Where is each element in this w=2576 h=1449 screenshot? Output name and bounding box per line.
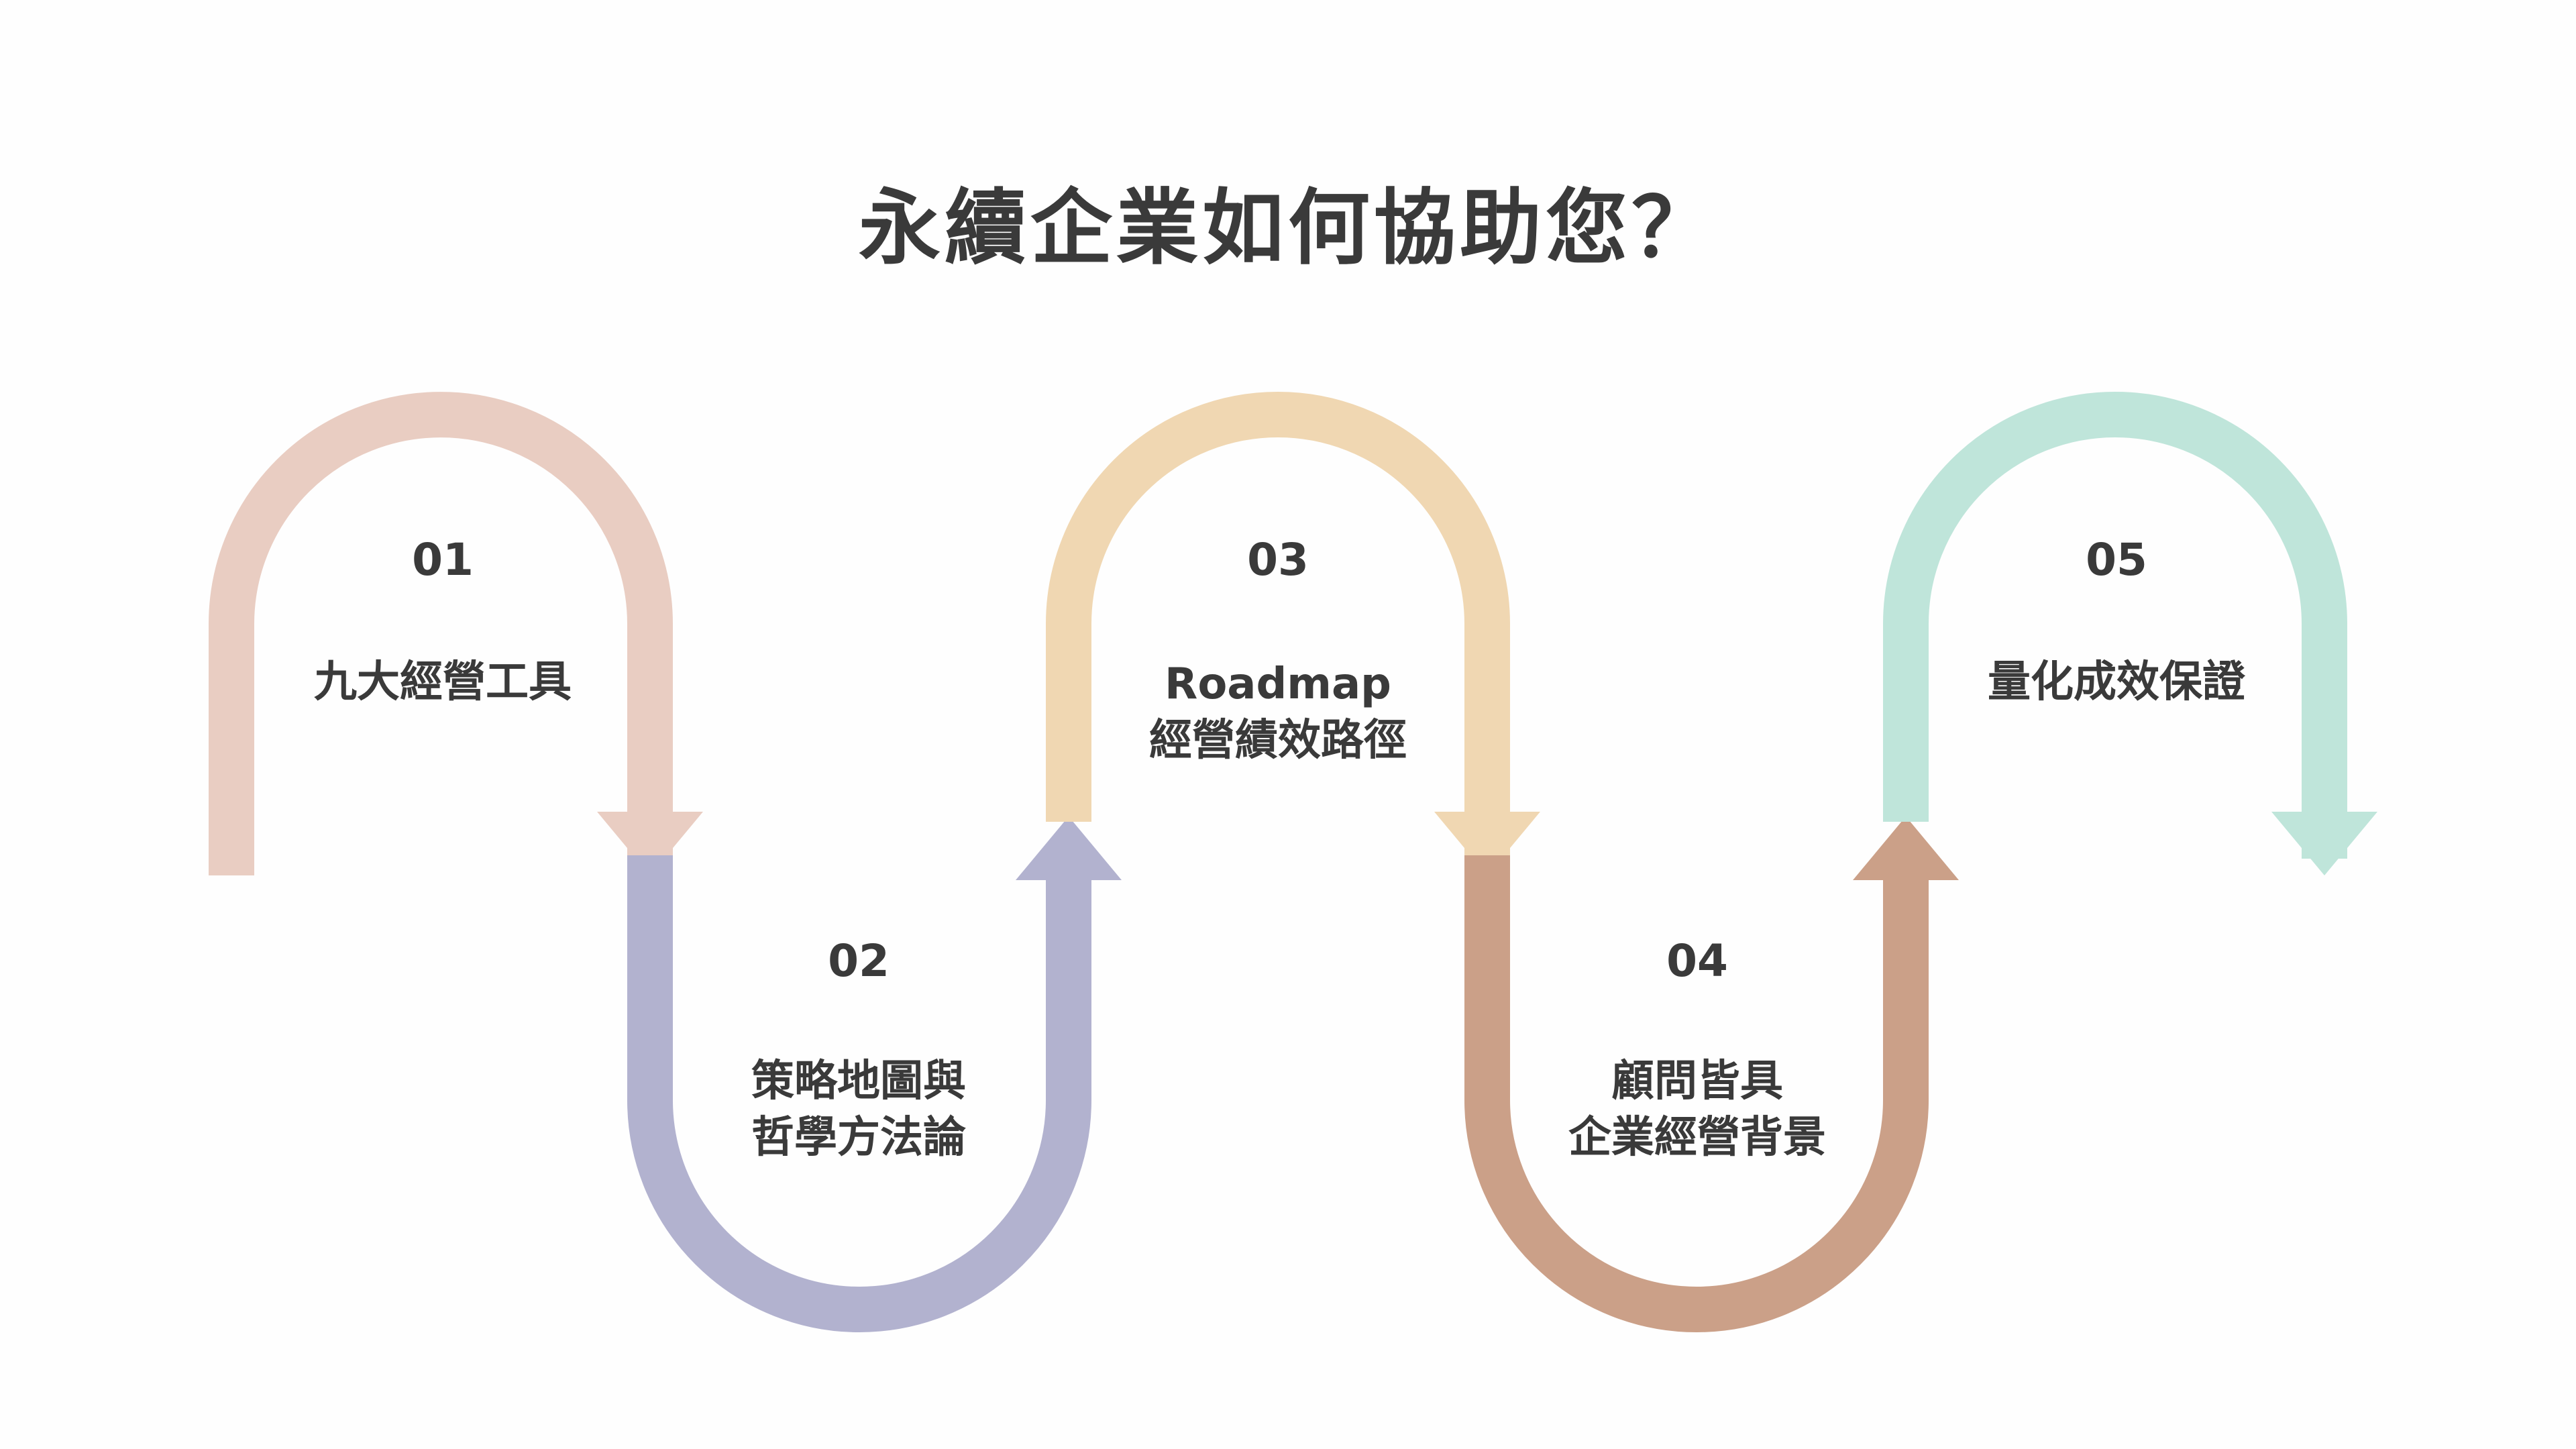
- step-04-arc: [1464, 855, 1929, 1332]
- step-05-label: 量化成效保證: [1988, 657, 2245, 707]
- step-02-arrow: [627, 816, 1122, 1332]
- step-03-arc: [1046, 392, 1510, 859]
- step-05-number: 05: [2086, 534, 2147, 586]
- step-04-label: 顧問皆具 企業經營背景: [1568, 1057, 1826, 1163]
- step-04-arrowhead: [1853, 816, 1959, 880]
- step-02-number: 02: [828, 935, 890, 987]
- step-04-arrow: [1464, 816, 1959, 1332]
- step-03-arrow: [1046, 392, 1540, 875]
- step-05-arrow: [1883, 392, 2377, 875]
- step-04-number: 04: [1666, 935, 1728, 987]
- step-01-arc: [209, 392, 673, 875]
- step-02-arc: [627, 855, 1091, 1332]
- step-01-number: 01: [412, 534, 474, 586]
- step-01-label: 九大經營工具: [314, 657, 572, 707]
- step-02-label: 策略地圖與 哲學方法論: [751, 1057, 966, 1163]
- step-05-arrowhead: [2271, 812, 2377, 875]
- step-03-arrowhead: [1434, 812, 1540, 875]
- step-01-arrowhead: [597, 812, 703, 875]
- step-05-arc: [1883, 392, 2347, 859]
- step-03-label: Roadmap 經營績效路徑: [1149, 659, 1407, 765]
- step-01-arrow: [209, 392, 703, 875]
- step-02-arrowhead: [1016, 816, 1122, 880]
- page-title: 永續企業如何協助您？: [859, 180, 1717, 276]
- step-03-number: 03: [1247, 534, 1309, 586]
